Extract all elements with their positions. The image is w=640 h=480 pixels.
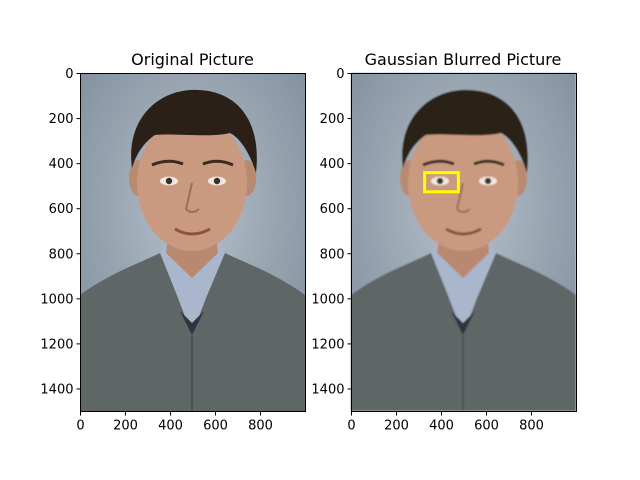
x-tick-label: 200 (113, 419, 138, 434)
y-tick-label: 200 (49, 112, 74, 127)
y-tick-label: 600 (320, 202, 345, 217)
x-tick-label: 400 (429, 419, 454, 434)
portrait-photo (80, 73, 305, 411)
y-tick-label: 1200 (40, 337, 73, 352)
y-tick-label: 800 (320, 247, 345, 262)
y-tick-label: 0 (336, 67, 344, 82)
y-tick-label: 600 (49, 202, 74, 217)
y-tick-label: 800 (49, 247, 74, 262)
x-tick-label: 600 (203, 419, 228, 434)
x-tick-label: 0 (76, 419, 84, 434)
y-tick-label: 400 (320, 157, 345, 172)
x-tick-label: 800 (519, 419, 544, 434)
x-tick-label: 800 (248, 419, 273, 434)
panel-blurred: Gaussian Blurred Picture 0 200 400 600 800 0 2… (311, 50, 578, 434)
portrait-photo-blurred (349, 71, 578, 413)
axes-ticks: 0 200 400 600 800 0 200 400 600 800 1000 1200 1400 (40, 67, 273, 434)
y-tick-label: 1400 (40, 382, 73, 397)
eye-highlight-box (423, 171, 460, 194)
y-tick-label: 1000 (311, 292, 344, 307)
y-tick-label: 1400 (311, 382, 344, 397)
x-tick-label: 600 (474, 419, 499, 434)
axes-ticks: 0 200 400 600 800 0 200 400 600 800 1000 1200 1400 (311, 67, 544, 434)
panel-title: Original Picture (131, 50, 254, 69)
axes-frame (351, 73, 577, 412)
panel-original: Original Picture (40, 50, 306, 434)
x-tick-label: 200 (384, 419, 409, 434)
y-tick-label: 400 (49, 157, 74, 172)
x-tick-label: 400 (158, 419, 183, 434)
y-tick-label: 200 (320, 112, 345, 127)
y-tick-label: 0 (65, 67, 73, 82)
y-tick-label: 1000 (40, 292, 73, 307)
axes-frame (80, 73, 306, 412)
panel-title: Gaussian Blurred Picture (365, 50, 562, 69)
y-tick-label: 1200 (311, 337, 344, 352)
x-tick-label: 0 (347, 419, 355, 434)
